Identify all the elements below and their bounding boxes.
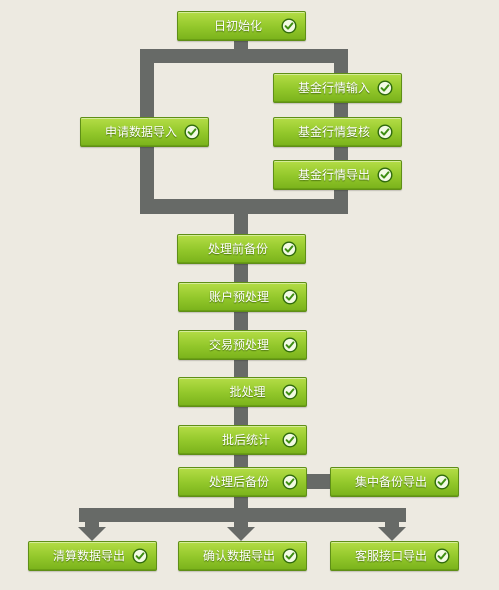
apply-data-import-button[interactable]: 申请数据导入	[80, 117, 209, 147]
check-circle-icon	[377, 167, 393, 183]
post-batch-stats-label: 批后统计	[221, 433, 270, 447]
batch-process-button[interactable]: 批处理	[178, 377, 307, 407]
check-circle-icon	[434, 548, 450, 564]
post-process-backup-label: 处理后备份	[208, 475, 269, 489]
account-preprocess-button[interactable]: 账户预处理	[178, 282, 307, 312]
clearing-data-export-button[interactable]: 清算数据导出	[28, 541, 157, 571]
central-backup-export-label: 集中备份导出	[354, 475, 427, 489]
connector-split-bar	[140, 49, 348, 63]
trade-preprocess-button[interactable]: 交易预处理	[178, 330, 307, 360]
check-circle-icon	[377, 124, 393, 140]
pre-process-backup-label: 处理前备份	[207, 242, 268, 256]
confirm-data-export-button[interactable]: 确认数据导出	[178, 541, 307, 571]
batch-process-label: 批处理	[229, 385, 266, 399]
connector-central-backup	[303, 474, 332, 489]
connector-distribution-bar	[79, 508, 406, 522]
pre-process-backup-button[interactable]: 处理前备份	[177, 234, 306, 264]
central-backup-export-button[interactable]: 集中备份导出	[330, 467, 459, 497]
post-batch-stats-button[interactable]: 批后统计	[178, 425, 307, 455]
check-circle-icon	[377, 80, 393, 96]
check-circle-icon	[282, 289, 298, 305]
check-circle-icon	[184, 124, 200, 140]
account-preprocess-label: 账户预处理	[208, 290, 269, 304]
connector-start-stem	[234, 39, 248, 51]
check-circle-icon	[281, 18, 297, 34]
check-circle-icon	[282, 548, 298, 564]
service-interface-export-button[interactable]: 客服接口导出	[330, 541, 459, 571]
arrow-down-icon	[78, 521, 106, 541]
arrow-down-icon	[227, 521, 255, 541]
fund-quote-input-label: 基金行情输入	[297, 81, 370, 95]
fund-quote-input-button[interactable]: 基金行情输入	[273, 73, 402, 103]
confirm-data-export-label: 确认数据导出	[202, 549, 275, 563]
fund-quote-export-label: 基金行情导出	[297, 168, 370, 182]
check-circle-icon	[282, 384, 298, 400]
daily-init-label: 日初始化	[213, 19, 262, 33]
clearing-data-export-label: 清算数据导出	[52, 549, 125, 563]
check-circle-icon	[282, 337, 298, 353]
fund-quote-export-button[interactable]: 基金行情导出	[273, 160, 402, 190]
check-circle-icon	[132, 548, 148, 564]
apply-data-import-label: 申请数据导入	[104, 125, 177, 139]
arrow-down-icon	[378, 521, 406, 541]
trade-preprocess-label: 交易预处理	[208, 338, 269, 352]
post-process-backup-button[interactable]: 处理后备份	[178, 467, 307, 497]
fund-quote-review-button[interactable]: 基金行情复核	[273, 117, 402, 147]
check-circle-icon	[434, 474, 450, 490]
fund-quote-review-label: 基金行情复核	[297, 125, 370, 139]
check-circle-icon	[282, 474, 298, 490]
daily-init-button[interactable]: 日初始化	[177, 11, 306, 41]
connector-merge-bar	[140, 199, 348, 214]
check-circle-icon	[282, 432, 298, 448]
service-interface-export-label: 客服接口导出	[354, 549, 427, 563]
check-circle-icon	[281, 241, 297, 257]
